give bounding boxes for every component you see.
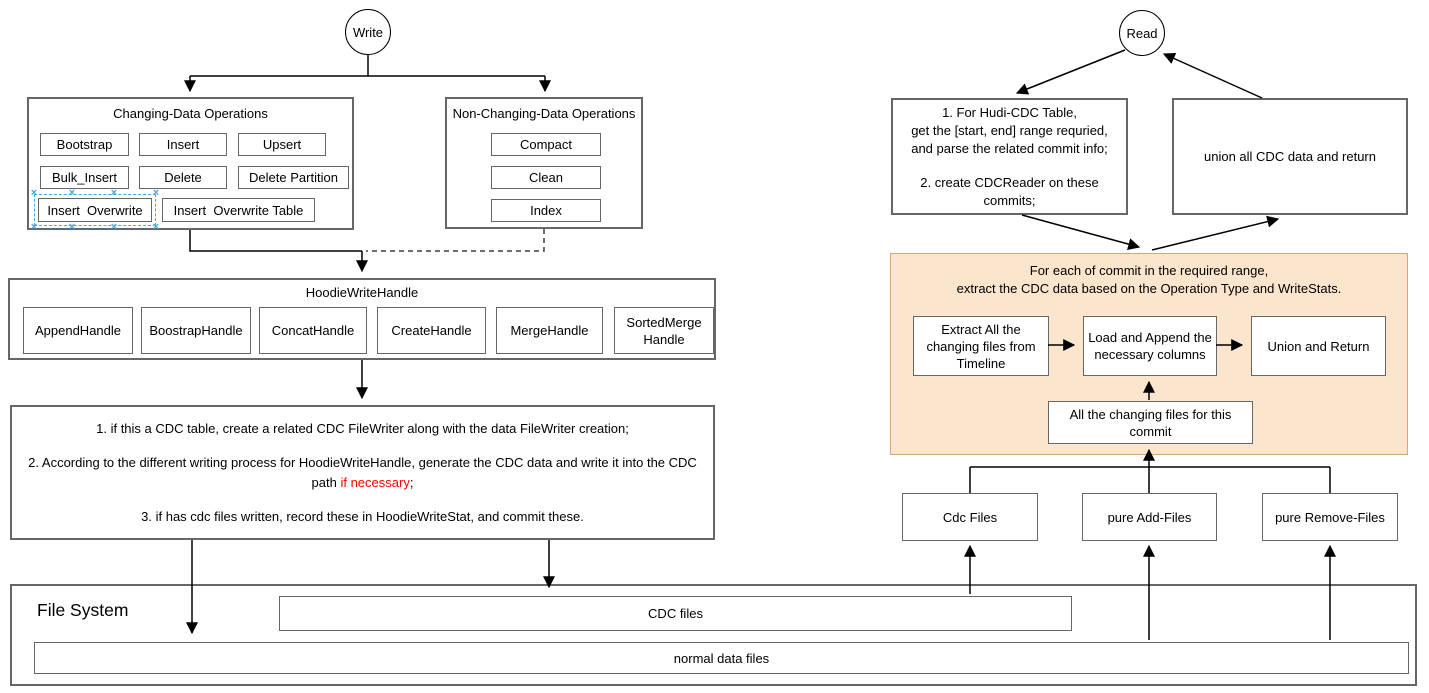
node-insert[interactable]: Insert [139,133,227,156]
selection-handle-icon[interactable]: × [30,220,38,233]
non-changing-data-operations-title: Non-Changing-Data Operations [452,106,636,121]
node-index[interactable]: Index [491,199,601,222]
changing-files-for-commit-node[interactable]: All the changing files for this commit [1048,401,1253,444]
cdc-write-steps-node[interactable]: 1. if this a CDC table, create a related… [10,405,715,540]
prepare-line: commits; [983,192,1036,208]
selection-handle-icon[interactable]: × [110,186,118,199]
node-clean[interactable]: Clean [491,166,601,189]
changing-data-operations-title: Changing-Data Operations [113,106,268,121]
selection-handle-icon[interactable]: × [68,186,76,199]
pure-add-files-node[interactable]: pure Add-Files [1082,493,1217,541]
selection-handle-icon[interactable]: × [110,220,118,233]
node-compact[interactable]: Compact [491,133,601,156]
cdc-write-step-2: 2. According to the different writing pr… [28,454,697,490]
union-all-node[interactable]: union all CDC data and return [1172,98,1408,215]
cdc-write-step-3: 3. if has cdc files written, record thes… [141,508,584,524]
extract-changing-files-node[interactable]: Extract All the changing files from Time… [913,316,1049,376]
per-commit-title: For each of commit in the required range… [956,263,1342,296]
node-append-handle[interactable]: AppendHandle [23,307,133,354]
read-start-label: Read [1126,25,1158,41]
node-bootstrap[interactable]: Bootstrap [40,133,129,156]
edge-non-changing-dashed [366,229,545,252]
file-system-title: File System [37,600,129,620]
normal-data-files-node[interactable]: normal data files [34,642,1409,674]
cdc-files-store-node[interactable]: CDC files [279,596,1072,631]
node-create-handle[interactable]: CreateHandle [377,307,486,354]
node-concat-handle[interactable]: ConcatHandle [259,307,367,354]
changing-data-operations-group[interactable]: Changing-Data Operations Bootstrap Inser… [27,97,354,232]
node-upsert[interactable]: Upsert [238,133,326,156]
node-boostrap-handle[interactable]: BoostrapHandle [141,307,251,354]
node-delete[interactable]: Delete [139,166,227,189]
edge-prepare-to-per-commit [1021,214,1141,250]
prepare-line: and parse the related commit info; [911,140,1108,156]
node-merge-handle[interactable]: MergeHandle [496,307,603,354]
edge-union-to-read [1162,52,1263,99]
non-changing-data-operations-group[interactable]: Non-Changing-Data Operations Compact Cle… [445,97,643,229]
write-start-node[interactable]: Write [345,9,391,55]
if-necessary-highlight: if necessary [340,474,410,490]
hoodie-write-handle-title: HoodieWriteHandle [305,285,419,300]
node-delete-partition[interactable]: Delete Partition [238,166,349,189]
edge-changing-ops-down [189,230,362,252]
prepare-line: 2. create CDCReader on these [920,174,1099,190]
selection-handle-icon[interactable]: × [152,186,160,199]
node-insert-overwrite-table[interactable]: Insert Overwrite Table [162,198,315,222]
edge-per-commit-to-union [1151,215,1280,251]
node-insert-overwrite-selected[interactable]: Insert Overwrite × × × × × × × × [31,187,159,232]
hoodie-write-handle-group[interactable]: HoodieWriteHandle AppendHandle BoostrapH… [8,278,716,360]
edge-read-to-prepare [1015,49,1126,95]
write-start-label: Write [352,24,384,40]
load-append-columns-node[interactable]: Load and Append the necessary columns [1083,316,1217,376]
node-insert-overwrite[interactable]: Insert Overwrite [38,198,152,222]
selection-handle-icon[interactable]: × [68,220,76,233]
cdc-files-type-node[interactable]: Cdc Files [902,493,1038,541]
prepare-line: get the [start, end] range requried, [911,122,1108,138]
prepare-line: 1. For Hudi-CDC Table, [942,104,1077,120]
union-all-label: union all CDC data and return [1204,149,1376,164]
read-prepare-node[interactable]: 1. For Hudi-CDC Table, get the [start, e… [891,98,1128,215]
read-start-node[interactable]: Read [1119,10,1165,56]
per-commit-group[interactable]: For each of commit in the required range… [890,253,1408,455]
selection-handle-icon[interactable]: × [30,186,38,199]
pure-remove-files-node[interactable]: pure Remove-Files [1262,493,1398,541]
union-and-return-node[interactable]: Union and Return [1251,316,1386,376]
node-sorted-merge-handle[interactable]: SortedMerge Handle [614,307,714,354]
cdc-write-step-1: 1. if this a CDC table, create a related… [96,420,629,436]
node-bulk-insert[interactable]: Bulk_Insert [40,166,129,189]
selection-handle-icon[interactable]: × [152,220,160,233]
file-system-group[interactable]: File System CDC files normal data files [10,584,1417,686]
